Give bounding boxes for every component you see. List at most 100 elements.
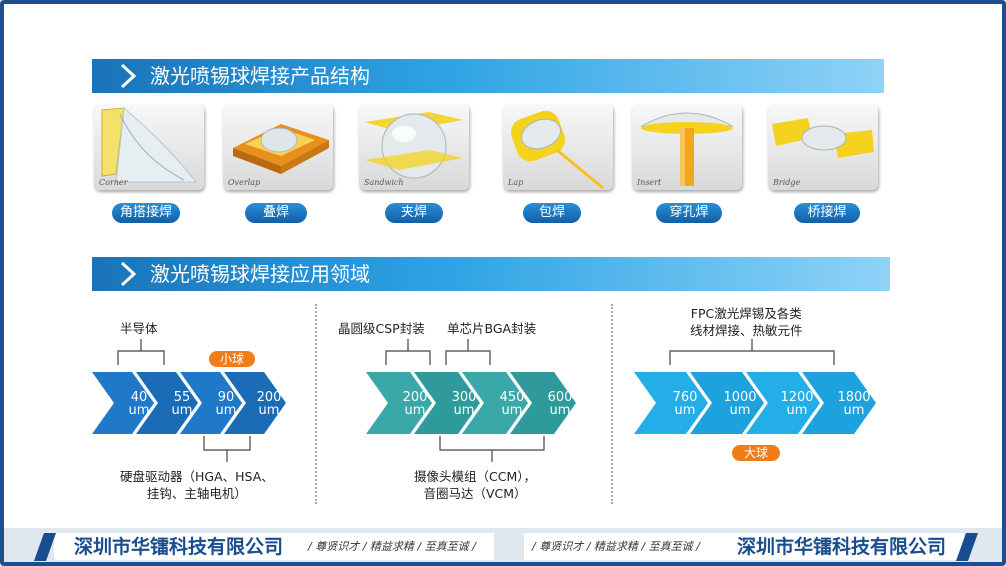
group3-top-line1: FPC激光焊锡及各类 [690, 306, 802, 321]
group-divider [315, 304, 317, 504]
product-tag: Insert [637, 178, 662, 187]
size-number: 600 [547, 390, 573, 405]
product-image-insert: Insert [632, 104, 742, 190]
chevron-right-icon [120, 63, 137, 89]
product-image-lap: Lap [503, 104, 613, 190]
insert-weld-illustration [640, 112, 734, 186]
product-image-overlap: Overlap [223, 104, 333, 190]
product-tag: Sandwich [364, 178, 404, 187]
size-number: 55 [173, 390, 191, 405]
size-unit: um [501, 403, 523, 418]
size-number: 40 [130, 390, 148, 405]
product-tag: Lap [508, 178, 524, 187]
product-label-overlap: 叠焊 [245, 203, 307, 223]
size-chevrons-large [634, 372, 876, 434]
group2-bottom-line1: 摄像头模组（CCM）， [414, 469, 536, 484]
size-number: 1000 [723, 390, 757, 405]
size-chevrons-small [92, 372, 286, 434]
footer-bar-left [54, 533, 494, 560]
bracket-bottom [439, 436, 545, 462]
size-unit: um [786, 403, 808, 418]
overlap-weld-illustration [233, 124, 329, 174]
product-image-sandwich: Sandwich [359, 104, 469, 190]
company-name-left: 深圳市华镭科技有限公司 [74, 536, 284, 558]
size-unit: um [453, 403, 475, 418]
slash-decoration [956, 533, 978, 561]
footer-bar-right [524, 533, 964, 560]
size-unit: um [215, 403, 237, 418]
group2-top-label-a: 晶圆级CSP封装 [338, 321, 425, 336]
slash-decoration [34, 533, 56, 561]
group2-bottom-line2: 音圈马达（VCM） [423, 486, 527, 501]
size-unit: um [729, 403, 751, 418]
size-unit: um [404, 403, 426, 418]
bridge-weld-illustration [772, 118, 874, 158]
corner-weld-illustration [101, 106, 198, 183]
size-unit: um [128, 403, 150, 418]
large-ball-badge: 大球 [732, 445, 780, 461]
size-number: 1200 [780, 390, 814, 405]
bracket-top [445, 339, 491, 365]
size-number: 1800 [837, 390, 871, 405]
section-banner-applications: 激光喷锡球焊接应用领域 [92, 257, 890, 291]
size-number: 450 [499, 390, 525, 405]
product-label-sandwich: 夹焊 [385, 203, 443, 223]
group3-top-line2: 线材焊接、热敏元件 [690, 323, 803, 338]
size-unit: um [674, 403, 696, 418]
product-tag: Overlap [228, 178, 261, 187]
group3-top-label: FPC激光焊锡及各类线材焊接、热敏元件 [690, 305, 803, 339]
bracket-top [117, 339, 165, 365]
group1-bottom-line1: 硬盘驱动器（HGA、HSA、 [120, 469, 274, 484]
product-image-corner: Corner [94, 104, 204, 190]
chevron-right-icon [120, 261, 137, 287]
size-number: 760 [672, 390, 698, 405]
size-number: 300 [451, 390, 477, 405]
product-tag: Bridge [773, 178, 801, 187]
size-unit: um [258, 403, 280, 418]
bracket-top [669, 339, 835, 365]
size-unit: um [549, 403, 571, 418]
footer: 深圳市华镭科技有限公司 / 尊贤识才 / 精益求精 / 至真至诚 / / 尊贤识… [4, 528, 1002, 562]
size-unit: um [171, 403, 193, 418]
product-image-bridge: Bridge [768, 104, 878, 190]
group-divider [611, 304, 613, 504]
small-ball-badge: 小球 [209, 351, 255, 367]
product-label-insert: 穿孔焊 [656, 203, 722, 223]
group1-bottom-label: 硬盘驱动器（HGA、HSA、挂钩、主轴电机） [120, 468, 274, 502]
bracket-top [385, 339, 431, 365]
company-name-right: 深圳市华镭科技有限公司 [737, 536, 947, 558]
bracket-bottom [203, 436, 251, 462]
size-number: 200 [256, 390, 282, 405]
slogan-right: / 尊贤识才 / 精益求精 / 至真至诚 / [532, 540, 700, 553]
lap-weld-illustration [510, 110, 604, 190]
product-tag: Corner [99, 178, 128, 187]
group2-top-label-b: 单芯片BGA封装 [447, 321, 537, 336]
size-chevrons-medium [366, 372, 576, 434]
group1-bottom-line2: 挂钩、主轴电机） [146, 486, 247, 501]
slogan-left: / 尊贤识才 / 精益求精 / 至真至诚 / [308, 540, 476, 553]
group1-top-label: 半导体 [120, 321, 158, 336]
section-banner-structure: 激光喷锡球焊接产品结构 [92, 59, 884, 93]
section-title: 激光喷锡球焊接应用领域 [150, 262, 370, 286]
product-label-bridge: 桥接焊 [794, 203, 860, 223]
size-number: 90 [217, 390, 235, 405]
product-label-corner: 角搭接焊 [112, 203, 180, 223]
size-unit: um [843, 403, 865, 418]
group2-bottom-label: 摄像头模组（CCM）， 音圈马达（VCM） [414, 468, 536, 502]
sandwich-weld-illustration [365, 112, 463, 179]
size-number: 200 [402, 390, 428, 405]
section-title: 激光喷锡球焊接产品结构 [150, 64, 370, 88]
